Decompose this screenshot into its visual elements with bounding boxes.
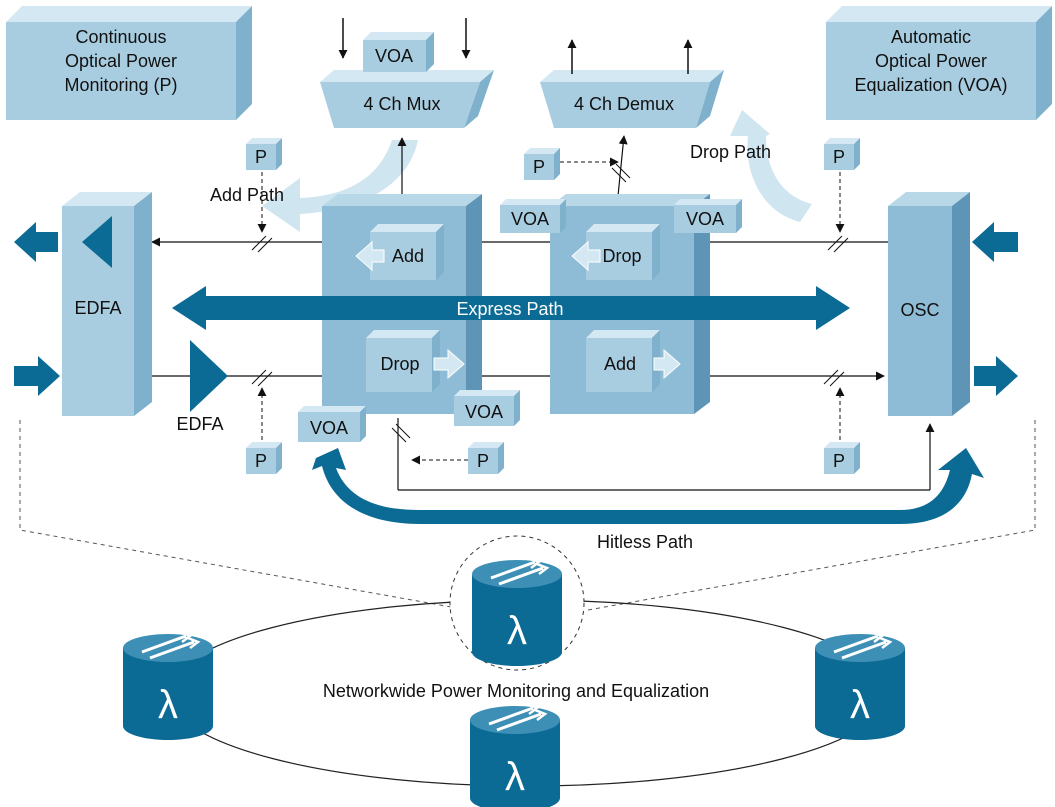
power-monitor-box: P <box>246 442 282 474</box>
power-monitor-box: P <box>468 442 504 474</box>
osc-label: OSC <box>900 300 939 320</box>
power-monitor-box: P <box>246 138 282 170</box>
voa-box: VOA <box>674 199 742 233</box>
lambda-icon: λ <box>505 755 525 799</box>
note-line: Equalization (VOA) <box>854 75 1007 95</box>
note-line: Automatic <box>891 27 971 47</box>
voa-box: VOA <box>298 406 366 442</box>
input-arrow-right <box>972 222 1018 262</box>
voa-box: VOA <box>500 199 566 233</box>
svg-text:Add: Add <box>392 246 424 266</box>
svg-text:P: P <box>477 451 489 471</box>
svg-text:Drop: Drop <box>602 246 641 266</box>
network-node-left: λ <box>121 630 215 742</box>
lambda-icon: λ <box>158 683 178 727</box>
output-arrow-left <box>14 222 58 262</box>
express-path-label: Express Path <box>456 299 563 319</box>
add-block: Add <box>586 330 681 392</box>
svg-text:P: P <box>833 451 845 471</box>
note-line: Optical Power <box>875 51 987 71</box>
power-monitor-box: P <box>524 148 560 180</box>
network-node-top: λ <box>470 556 564 668</box>
network-caption: Networkwide Power Monitoring and Equaliz… <box>323 681 709 701</box>
add-path-label: Add Path <box>210 185 284 205</box>
drop-path-arrow <box>730 110 812 222</box>
network-node-right: λ <box>813 630 907 742</box>
note-power-equalization: Automatic Optical Power Equalization (VO… <box>826 6 1052 120</box>
network-node-bottom: λ <box>468 702 562 807</box>
svg-text:Add: Add <box>604 354 636 374</box>
svg-text:VOA: VOA <box>511 209 549 229</box>
mux-block: 4 Ch Mux <box>320 70 494 128</box>
edfa-amplifier-label: EDFA <box>176 414 223 434</box>
edfa-label: EDFA <box>74 298 121 318</box>
svg-text:VOA: VOA <box>465 402 503 422</box>
edfa-block: EDFA <box>62 192 152 416</box>
note-line: Optical Power <box>65 51 177 71</box>
output-arrow-right <box>974 356 1018 396</box>
hitless-path-arrow <box>312 448 984 524</box>
demux-label: 4 Ch Demux <box>574 94 674 114</box>
lambda-icon: λ <box>507 609 527 653</box>
power-monitor-box: P <box>824 442 860 474</box>
svg-text:Drop: Drop <box>380 354 419 374</box>
hitless-path-label: Hitless Path <box>597 532 693 552</box>
svg-text:P: P <box>255 147 267 167</box>
voa-box: VOA <box>363 32 434 72</box>
edfa-amplifier <box>190 340 228 412</box>
input-arrow-left <box>14 356 60 396</box>
mux-label: 4 Ch Mux <box>363 94 440 114</box>
add-path-arrow <box>262 140 418 232</box>
svg-text:VOA: VOA <box>375 46 413 66</box>
demux-block: 4 Ch Demux <box>540 70 724 128</box>
svg-text:VOA: VOA <box>686 209 724 229</box>
drop-block: Drop <box>366 330 465 392</box>
svg-text:P: P <box>533 157 545 177</box>
voa-box: VOA <box>454 390 520 426</box>
note-power-monitoring: Continuous Optical Power Monitoring (P) <box>6 6 252 120</box>
svg-text:P: P <box>833 147 845 167</box>
note-line: Monitoring (P) <box>64 75 177 95</box>
svg-text:P: P <box>255 451 267 471</box>
svg-text:VOA: VOA <box>310 418 348 438</box>
osc-block: OSC <box>888 192 970 416</box>
power-monitor-box: P <box>824 138 860 170</box>
add-block: Add <box>355 224 444 280</box>
drop-block: Drop <box>571 224 660 280</box>
lambda-icon: λ <box>850 683 870 727</box>
note-line: Continuous <box>75 27 166 47</box>
drop-path-label: Drop Path <box>690 142 771 162</box>
express-path-arrow: Express Path <box>172 286 850 330</box>
